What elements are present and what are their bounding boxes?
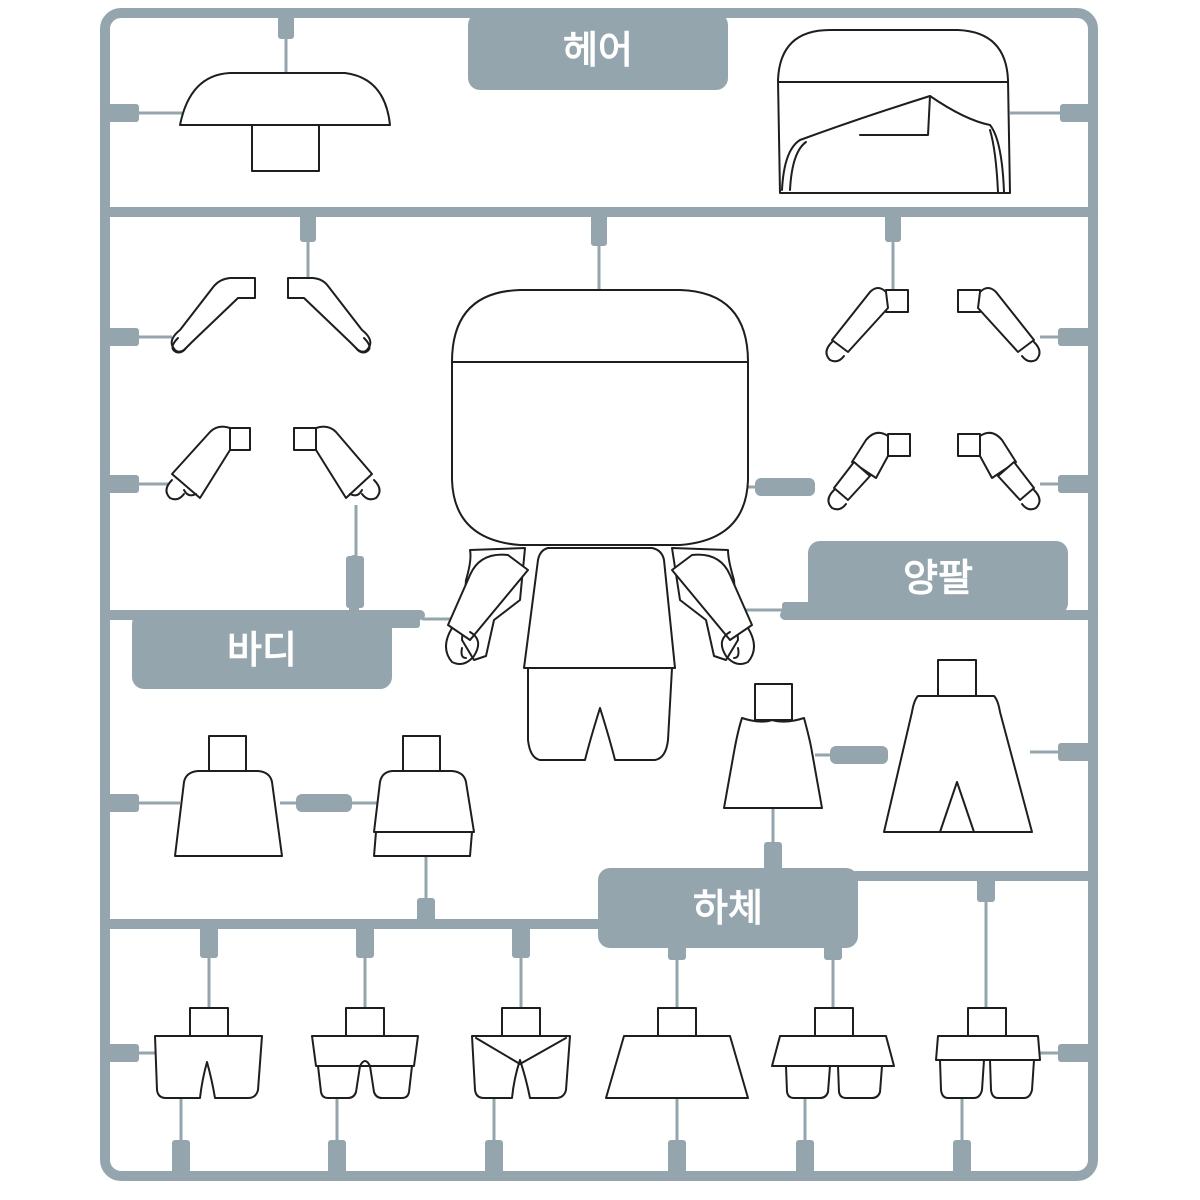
body-part-torso-dress [883,659,1033,833]
lower-body-part-4 [605,1007,749,1099]
body-label-box [132,612,392,689]
lower-body-part-1 [154,1007,263,1099]
body-part-torso-a [174,735,283,857]
body-part-torso-sleeveless [723,683,823,809]
lower-body-part-3 [471,1007,571,1099]
lower-body-part-2 [311,1007,419,1099]
lower-body-label-box [598,868,858,948]
arm-part-upper-left-b [287,277,372,354]
arm-part-lower-left-b [293,425,381,501]
lower-body-part-6 [935,1007,1041,1099]
hair-label-box [468,13,728,90]
arm-part-upper-left-a [170,277,256,354]
arms-label-box [808,541,1068,615]
arm-part-upper-right-b [957,287,1041,363]
hair-label: 헤어 [563,28,633,72]
arm-part-lower-left-a [165,425,251,501]
body-part-torso-b [373,735,475,857]
arms-label: 양팔 [903,556,973,600]
hair-part-long [777,29,1011,194]
body-label: 바디 [227,628,297,672]
hair-part-short [179,72,391,172]
arm-part-lower-right-b [957,431,1041,511]
arm-part-upper-right-a [825,287,909,363]
lower-body-part-5 [771,1007,895,1099]
lower-body-label: 하체 [693,886,763,930]
arm-part-lower-right-a [827,431,911,511]
assembled-figure [445,289,755,761]
